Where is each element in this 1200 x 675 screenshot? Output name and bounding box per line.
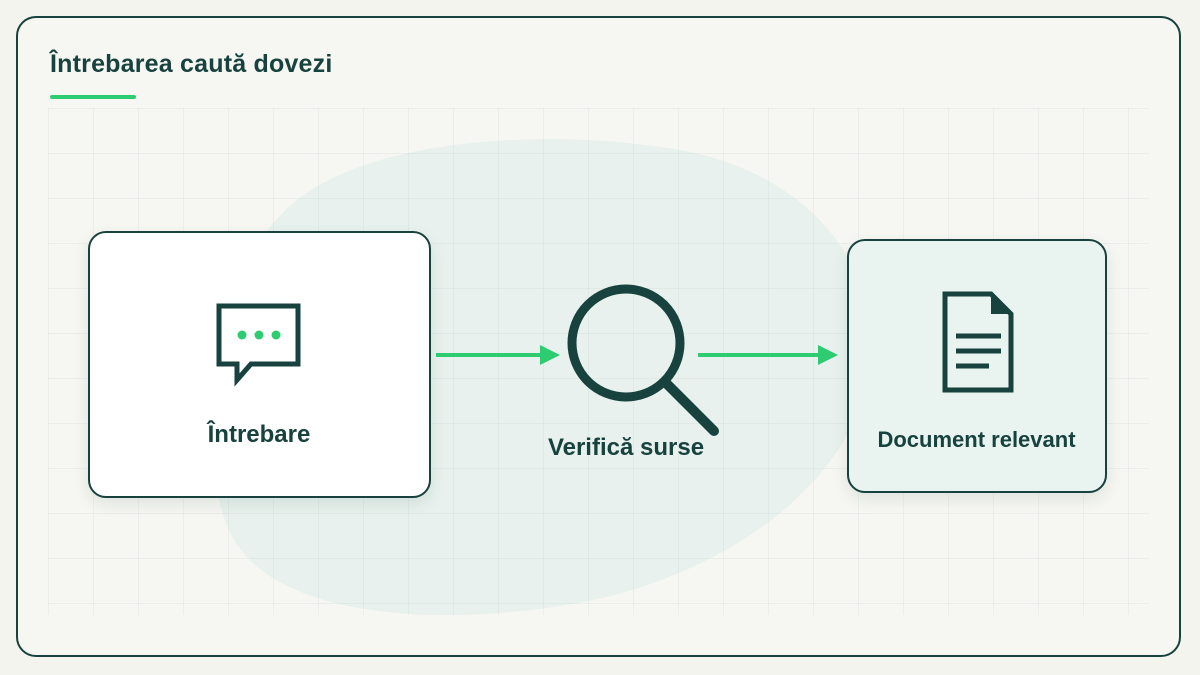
question-label: Întrebare xyxy=(207,421,311,448)
title-underline xyxy=(50,95,136,99)
search-label: Verifică surse xyxy=(547,434,705,461)
arrow-question-to-search xyxy=(436,345,560,365)
chat-bubble-icon xyxy=(216,303,301,387)
document-label: Document relevant xyxy=(877,427,1076,452)
diagram-frame: Întrebarea caută dovezi Întrebare Verifi… xyxy=(16,16,1181,657)
diagram-title: Întrebarea caută dovezi xyxy=(50,50,333,78)
magnifier-icon xyxy=(567,284,719,436)
question-card: Întrebare xyxy=(88,231,431,498)
document-card: Document relevant xyxy=(847,239,1107,493)
arrow-search-to-document xyxy=(698,345,838,365)
document-icon xyxy=(942,291,1014,393)
